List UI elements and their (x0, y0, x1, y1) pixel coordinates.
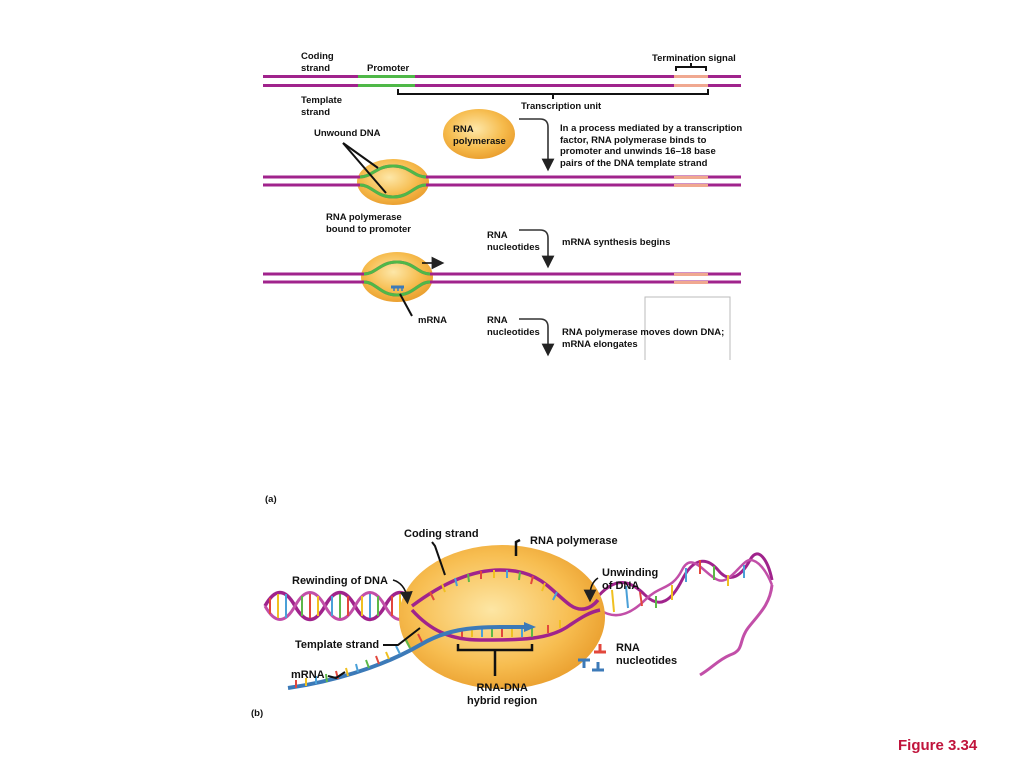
termination-bracket-icon (675, 63, 707, 71)
panel-b-label: (b) (251, 708, 264, 719)
unwinding-label: Unwinding of DNA (602, 567, 659, 592)
coding-strand-label: Coding strand (301, 51, 334, 74)
termination-region-coding (674, 75, 708, 78)
dna-row-3 (263, 252, 741, 317)
transcription-unit-bracket-icon (397, 89, 709, 99)
rna-nucleotides-label-2: RNA nucleotides (487, 315, 540, 338)
promoter-region-coding (358, 75, 415, 78)
step3-description: RNA polymerase moves down DNA; mRNA elon… (562, 327, 725, 350)
rna-nucleotides-label-1: RNA nucleotides (487, 230, 540, 253)
free-nucleotides (578, 644, 606, 672)
dna-row-1 (263, 63, 741, 99)
panel-a-label: (a) (265, 494, 277, 505)
dna-row-2 (263, 142, 741, 205)
mrna-label-b: mRNA (291, 669, 325, 681)
rna-polymerase-label-b: RNA polymerase (530, 535, 618, 547)
bound-to-promoter-label: RNA polymerase bound to promoter (326, 212, 411, 235)
termination-region-template (674, 84, 708, 87)
cropped-frame (644, 296, 731, 360)
termination-signal-label: Termination signal (652, 53, 736, 64)
transcription-bubble-detail (263, 538, 774, 690)
arrow-down-icon (519, 318, 555, 357)
figure-label: Figure 3.34 (898, 737, 978, 754)
unwound-dna-label: Unwound DNA (314, 128, 381, 139)
rna-polymerase-label: RNA polymerase (453, 124, 506, 147)
transcription-unit-label: Transcription unit (521, 101, 602, 112)
rewinding-label: Rewinding of DNA (292, 575, 388, 587)
left-double-helix (263, 590, 417, 622)
template-strand-curve (410, 608, 601, 642)
promoter-label: Promoter (367, 63, 410, 74)
step1-description: In a process mediated by a transcription… (560, 123, 743, 169)
arrow-down-icon (519, 229, 555, 269)
hybrid-region-label: RNA-DNA hybrid region (467, 682, 538, 707)
coding-strand-label-b: Coding strand (404, 528, 479, 540)
rna-polymerase-free (443, 109, 515, 159)
promoter-region-template (358, 84, 415, 87)
arrow-down-icon (519, 118, 555, 172)
hybrid-bracket-icon (456, 644, 534, 676)
template-strand-label-b: Template strand (295, 639, 380, 651)
step2-description: mRNA synthesis begins (562, 237, 671, 248)
mrna-label-a: mRNA (418, 315, 448, 326)
rna-polymerase-large (399, 545, 605, 689)
right-double-helix (593, 552, 774, 677)
coding-strand-arc (410, 568, 600, 611)
template-strand-label: Template strand (301, 95, 343, 118)
rna-nucleotides-label-b: RNA nucleotides (616, 642, 678, 667)
